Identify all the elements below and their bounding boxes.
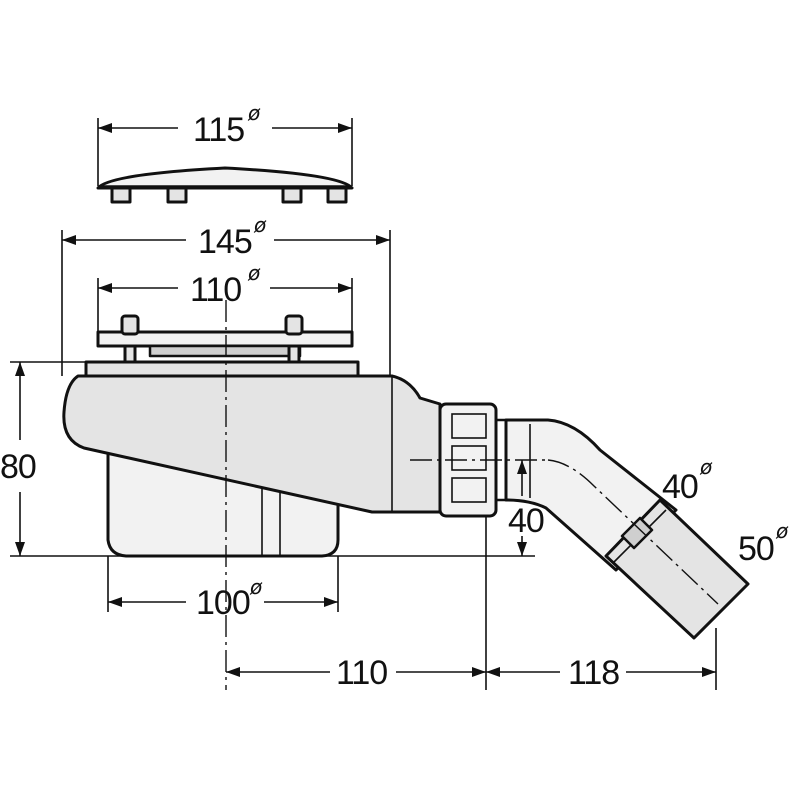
height-label: 80: [0, 448, 36, 486]
trap-body: [62, 374, 442, 558]
pipe-outer-diameter-label: 50: [738, 530, 774, 568]
cover-diameter-label: 115: [193, 111, 244, 149]
grate-diameter-label: 110: [190, 271, 241, 309]
cover-plate: [96, 166, 354, 204]
outlet-pipe: [504, 418, 750, 640]
cover-diameter-symbol: ø: [247, 101, 261, 125]
pipe-centerline: [547, 459, 719, 605]
flange: [84, 360, 360, 378]
body-diameter-label: 100: [196, 584, 250, 622]
extension-lines: [10, 118, 717, 690]
dimension-lines: [15, 123, 716, 677]
flange-diameter-label: 145: [198, 223, 252, 261]
outlet-height-label: 40: [508, 502, 544, 540]
pipe-inner-diameter-symbol: ø: [699, 455, 713, 479]
pipe-inner-diameter-label: 40: [662, 468, 698, 506]
grate-assembly: [96, 314, 354, 366]
center-to-outlet-label: 110: [336, 654, 387, 692]
outlet-reach-label: 118: [568, 654, 619, 692]
flange-diameter-symbol: ø: [253, 213, 267, 237]
body-diameter-symbol: ø: [249, 575, 263, 599]
pipe-outer-diameter-symbol: ø: [775, 519, 789, 543]
grate-diameter-symbol: ø: [247, 261, 261, 285]
